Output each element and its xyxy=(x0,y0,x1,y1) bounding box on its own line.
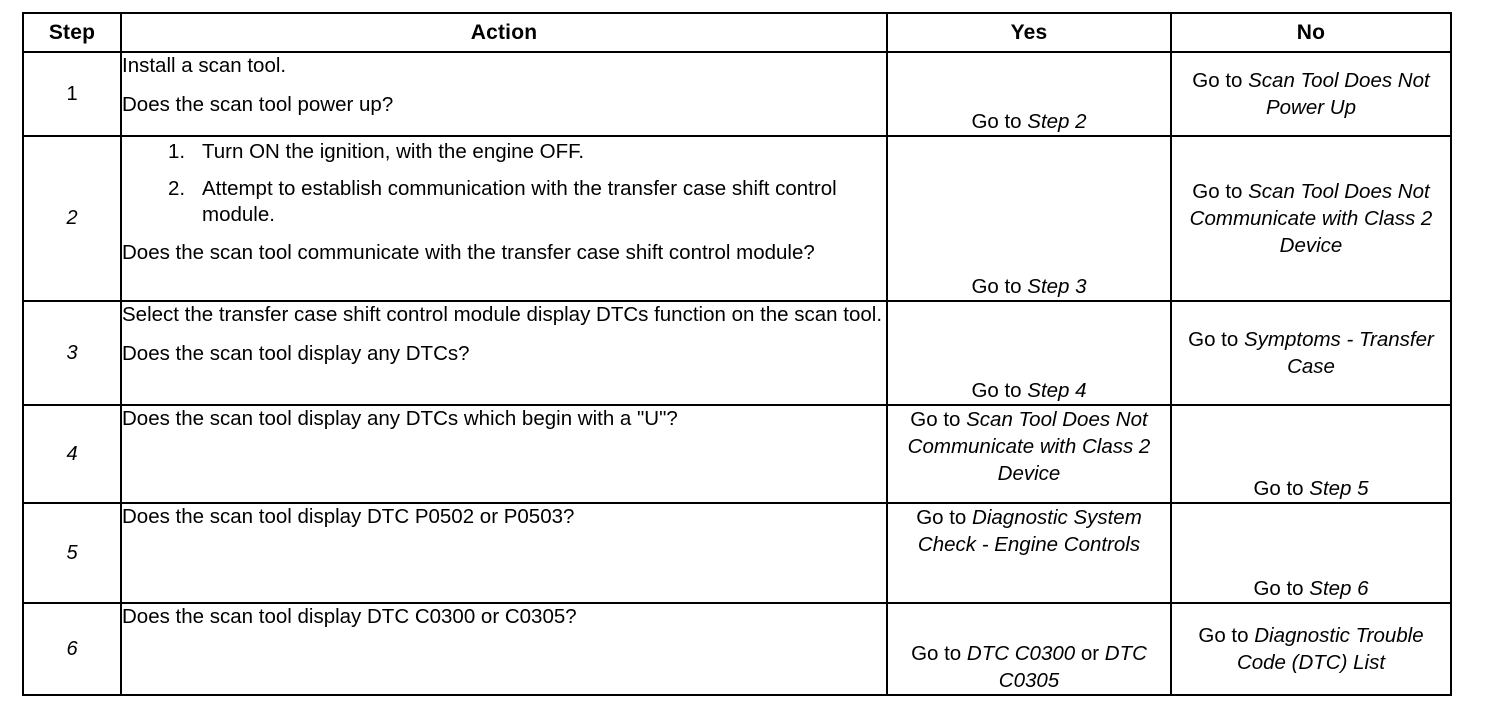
yes-branch-cell: Go to DTC C0300 or DTC C0305 xyxy=(886,602,1172,696)
step-number-cell: 2 xyxy=(22,135,122,302)
step-number-cell: 1 xyxy=(22,51,122,137)
action-text: Does the scan tool display any DTCs? xyxy=(122,341,470,365)
table-header: Step Action Yes No xyxy=(22,12,1452,53)
column-header-action: Action xyxy=(120,12,888,53)
step-number-cell: 6 xyxy=(22,602,122,696)
yes-branch-cell: Go to Step 3 xyxy=(886,135,1172,302)
branch-prefix: Go to xyxy=(911,641,967,665)
action-cell: Does the scan tool display any DTCs whic… xyxy=(120,404,888,504)
no-branch-cell: Go to Step 5 xyxy=(1170,404,1452,504)
branch-prefix: Go to xyxy=(1188,327,1244,351)
branch-prefix: Go to xyxy=(910,408,967,431)
action-text: Select the transfer case shift control m… xyxy=(122,303,883,326)
action-substep-list: Turn ON the ignition, with the engine OF… xyxy=(122,139,886,229)
branch-reference[interactable]: Step 3 xyxy=(1027,274,1087,298)
step-number-cell: 3 xyxy=(22,300,122,406)
no-branch-cell: Go to Symptoms - Transfer Case xyxy=(1170,300,1452,406)
step-number-cell: 4 xyxy=(22,404,122,504)
action-text: Does the scan tool display any DTCs whic… xyxy=(122,407,678,430)
table-row: 2 Turn ON the ignition, with the engine O… xyxy=(22,135,1452,302)
column-header-yes: Yes xyxy=(886,12,1172,53)
branch-prefix: Go to xyxy=(1253,476,1310,500)
action-text: Does the scan tool display DTC C0300 or … xyxy=(122,605,577,628)
action-text: Does the scan tool communicate with the … xyxy=(122,240,815,264)
branch-reference-secondary[interactable]: DTC C0305 xyxy=(998,641,1147,692)
branch-reference[interactable]: Scan Tool Does Not Communicate with Clas… xyxy=(907,408,1151,486)
action-text: Does the scan tool display DTC P0502 or … xyxy=(122,505,575,528)
column-header-no: No xyxy=(1170,12,1452,53)
no-branch-cell: Go to Diagnostic Trouble Code (DTC) List xyxy=(1170,602,1452,696)
branch-prefix: Go to xyxy=(971,378,1028,402)
action-text: Install a scan tool. xyxy=(122,54,287,77)
yes-branch-cell: Go to Scan Tool Does Not Communicate wit… xyxy=(886,404,1172,504)
branch-prefix: Go to xyxy=(1198,623,1255,647)
branch-reference[interactable]: Diagnostic System Check - Engine Control… xyxy=(917,506,1142,557)
yes-branch-cell: Go to Step 2 xyxy=(886,51,1172,137)
branch-reference[interactable]: Symptoms - Transfer Case xyxy=(1243,327,1434,378)
branch-prefix: Go to xyxy=(971,109,1028,133)
branch-prefix: Go to xyxy=(1192,68,1249,92)
action-cell: Turn ON the ignition, with the engine OF… xyxy=(120,135,888,302)
branch-suffix: or xyxy=(1075,641,1105,665)
branch-reference[interactable]: Scan Tool Does Not Power Up xyxy=(1248,68,1430,119)
branch-reference[interactable]: Step 2 xyxy=(1027,109,1087,133)
no-branch-cell: Go to Scan Tool Does Not Power Up xyxy=(1170,51,1452,137)
branch-reference[interactable]: Step 5 xyxy=(1309,476,1369,500)
header-row: Step Action Yes No xyxy=(22,12,1452,53)
branch-prefix: Go to xyxy=(1192,179,1249,203)
no-branch-cell: Go to Scan Tool Does Not Communicate wit… xyxy=(1170,135,1452,302)
action-cell: Install a scan tool. Does the scan tool p… xyxy=(120,51,888,137)
branch-reference[interactable]: DTC C0300 xyxy=(966,641,1076,665)
branch-prefix: Go to xyxy=(916,506,973,529)
action-cell: Select the transfer case shift control m… xyxy=(120,300,888,406)
branch-prefix: Go to xyxy=(971,274,1028,298)
action-cell: Does the scan tool display DTC P0502 or … xyxy=(120,502,888,604)
branch-reference[interactable]: Step 6 xyxy=(1309,576,1369,600)
yes-branch-cell: Go to Diagnostic System Check - Engine C… xyxy=(886,502,1172,604)
action-cell: Does the scan tool display DTC C0300 or … xyxy=(120,602,888,696)
branch-reference[interactable]: Diagnostic Trouble Code (DTC) List xyxy=(1236,623,1424,674)
step-number-cell: 5 xyxy=(22,502,122,604)
action-substep-item: Attempt to establish communication with … xyxy=(168,176,837,227)
action-text: Does the scan tool power up? xyxy=(122,92,394,116)
branch-prefix: Go to xyxy=(1253,576,1310,600)
yes-branch-cell: Go to Step 4 xyxy=(886,300,1172,406)
no-branch-cell: Go to Step 6 xyxy=(1170,502,1452,604)
branch-reference[interactable]: Scan Tool Does Not Communicate with Clas… xyxy=(1189,179,1433,258)
action-substep-item: Turn ON the ignition, with the engine OF… xyxy=(168,139,585,165)
column-header-step: Step xyxy=(22,12,122,53)
branch-reference[interactable]: Step 4 xyxy=(1027,378,1087,402)
